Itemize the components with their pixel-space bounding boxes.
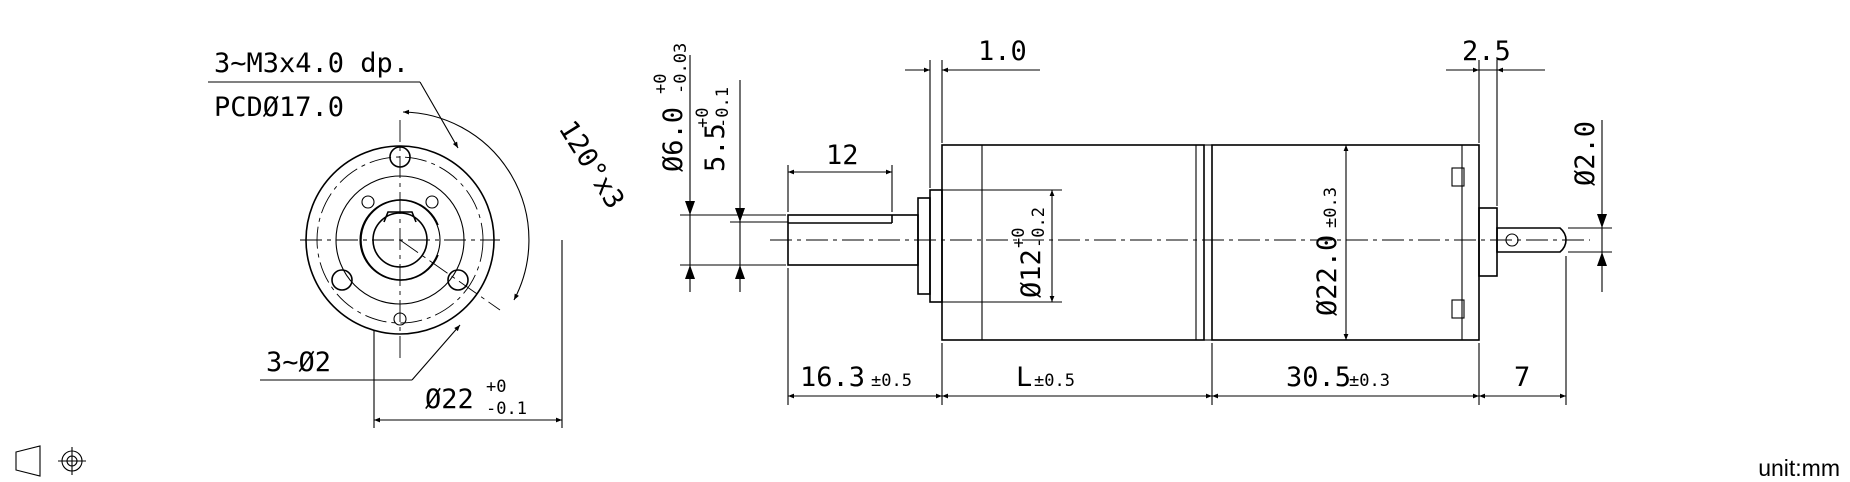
pilot-dia-label: Ø12 (1016, 249, 1047, 298)
front-hole-right (447, 269, 469, 291)
shaft-len-tol: ±0.5 (871, 371, 912, 391)
shaft-dia-tol-lower: -0.03 (671, 43, 691, 94)
gearbox-len-tol: ±0.5 (1034, 371, 1075, 391)
side-view: Ø6.0 +0 -0.03 5.5 +0 -0.1 12 1.0 Ø12 (651, 36, 1612, 405)
gearbox-len-label: L (1016, 362, 1032, 393)
rear-gap-label: 2.5 (1462, 36, 1511, 67)
body-dia-tol: ±0.3 (1321, 187, 1341, 228)
pilot-tol-lower: -0.2 (1029, 207, 1049, 248)
flat-tol-upper: +0 (693, 108, 713, 128)
rear-shaft-len-label: 7 (1514, 362, 1530, 393)
outer-dia-tol-lower: -0.1 (486, 399, 527, 419)
front-view: 120°x3 3~M3x4.0 dp. PCDØ17.0 3~Ø2 Ø22 +0… (208, 48, 630, 428)
flat-label: 5.5 (700, 123, 731, 172)
angle-label: 120°x3 (552, 115, 630, 214)
flange-thk-label: 1.0 (978, 36, 1027, 67)
pilot-tol-upper: +0 (1009, 228, 1029, 248)
holes-label: 3~Ø2 (266, 347, 331, 378)
shaft-dia-label: Ø6.0 (658, 107, 689, 172)
body-dia-label: Ø22.0 (1312, 235, 1343, 316)
tapped-holes-label: 3~M3x4.0 dp. (214, 48, 409, 79)
rear-shaft-dia-label: Ø2.0 (1570, 121, 1601, 186)
shaft-flat-len-label: 12 (826, 140, 859, 171)
shaft-dia-tol-upper: +0 (651, 74, 671, 94)
unit-label: unit:mm (1758, 455, 1840, 481)
pcd-label: PCDØ17.0 (214, 92, 344, 123)
motor-len-tol: ±0.3 (1349, 371, 1390, 391)
outer-dia-tol-upper: +0 (486, 377, 506, 397)
outer-dia-label: Ø22 (425, 384, 474, 415)
motor-len-label: 30.5 (1286, 362, 1351, 393)
flat-tol-lower: -0.1 (713, 87, 733, 128)
front-hole-small-2 (425, 195, 439, 209)
shaft-len-label: 16.3 (800, 362, 865, 393)
front-hole-left (331, 269, 353, 291)
front-hole-small-1 (361, 195, 375, 209)
first-angle-projection-icon (15, 445, 86, 477)
